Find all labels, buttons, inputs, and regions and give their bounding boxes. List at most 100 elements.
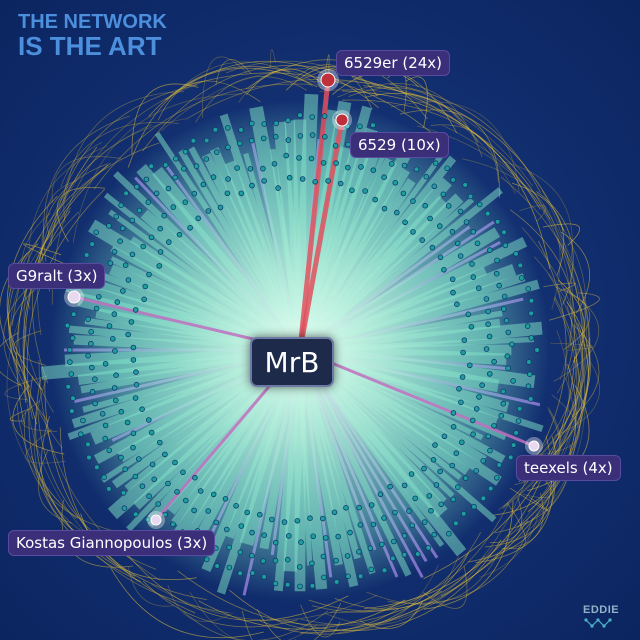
ring-node (457, 208, 464, 215)
ring-node (480, 457, 487, 464)
ring-node (191, 190, 198, 197)
ring-node (93, 229, 99, 236)
ring-node (401, 551, 408, 558)
ring-node (525, 383, 532, 390)
ring-node (119, 225, 126, 232)
ring-node (112, 348, 118, 354)
ring-curve (486, 284, 585, 559)
ring-node (92, 376, 98, 383)
ring-node (494, 257, 500, 264)
ring-node (210, 174, 217, 180)
ring-node (496, 282, 503, 289)
ring-node (130, 357, 137, 363)
ring-node (440, 191, 447, 198)
ring-node (67, 347, 73, 353)
ring-node (516, 405, 523, 412)
ring-node (368, 502, 375, 508)
ring-node (441, 433, 448, 440)
ring-curve (177, 570, 443, 626)
ring-node (466, 362, 473, 369)
ring-node (214, 563, 220, 569)
ring-node (296, 155, 302, 161)
ring-node (283, 152, 290, 159)
ring-node (192, 474, 198, 481)
ring-node (80, 417, 86, 424)
ring-curve (12, 142, 160, 326)
ring-curve (536, 204, 588, 484)
node-label-teexels[interactable]: teexels (4x) (516, 455, 621, 481)
node-label-6529[interactable]: 6529 (10x) (350, 132, 449, 158)
ring-curve (533, 288, 590, 462)
ring-curve (165, 60, 379, 108)
ring-node (528, 297, 535, 304)
ring-node (297, 133, 304, 139)
ring-node (357, 123, 363, 130)
ring-node (260, 135, 267, 142)
ring-node (156, 263, 163, 269)
ring-curve (0, 243, 39, 369)
ring-node (145, 199, 152, 206)
ring-node (181, 166, 187, 172)
ring-node (503, 317, 510, 324)
ring-node (268, 516, 275, 523)
ring-node (388, 161, 395, 167)
ring-node (132, 307, 139, 313)
ring-node (157, 439, 163, 446)
ring-node (507, 454, 514, 461)
ring-node (213, 519, 220, 526)
ring-node (486, 371, 493, 377)
ring-node (205, 508, 212, 514)
ring-node (429, 244, 436, 251)
node-label-6529er[interactable]: 6529er (24x) (336, 50, 451, 76)
highlight-edge (297, 79, 331, 351)
ring-node (500, 388, 507, 395)
ring-curve (12, 330, 46, 366)
ring-node (89, 388, 96, 395)
ring-curve (498, 330, 570, 510)
ring-curve (44, 378, 196, 614)
ring-node (123, 190, 129, 197)
ring-node (309, 132, 316, 138)
ring-node (333, 579, 340, 585)
node-label-g9ralt[interactable]: G9ralt (3x) (8, 263, 106, 289)
ring-node (502, 242, 509, 249)
ring-node (70, 395, 76, 402)
ring-node (234, 165, 240, 171)
ring-node (114, 299, 121, 305)
ring-node (358, 164, 364, 170)
ring-node (272, 557, 279, 564)
ring-curve (552, 301, 591, 445)
ring-node (64, 322, 71, 329)
ring-node (157, 249, 164, 255)
ring-node (182, 148, 189, 155)
ring-node (335, 533, 342, 540)
ring-curve (478, 513, 539, 578)
node-label-kostas[interactable]: Kostas Giannopoulos (3x) (8, 530, 216, 556)
ring-node (272, 539, 279, 546)
ring-node (401, 482, 408, 489)
ring-curve (123, 550, 349, 621)
ring-node (333, 160, 339, 166)
ring-curve (442, 125, 572, 349)
ring-node (132, 511, 139, 518)
ring-node (190, 138, 197, 144)
ring-node (468, 323, 475, 330)
center-node-label[interactable]: MrB (250, 337, 334, 387)
ring-node (450, 496, 457, 503)
ring-node (445, 530, 452, 537)
brand-name: EDDIE (583, 604, 620, 616)
ring-node (155, 501, 162, 507)
ring-node (453, 520, 459, 526)
ring-node (381, 515, 387, 521)
ring-node (146, 271, 152, 278)
ring-node (509, 341, 515, 348)
ring-curve (342, 99, 551, 220)
ring-node (469, 417, 476, 424)
ring-node (450, 289, 456, 296)
ring-curve (51, 156, 122, 204)
ring-node (110, 335, 116, 342)
ring-curve (484, 467, 556, 548)
ring-node (458, 439, 465, 446)
ring-node (332, 143, 339, 149)
ring-node (517, 262, 524, 269)
